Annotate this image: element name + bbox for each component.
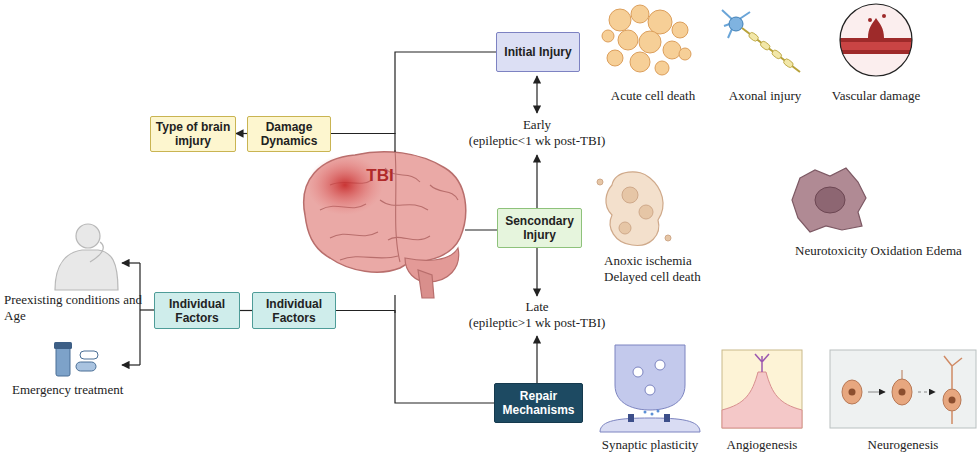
caption-text: Axonal injury bbox=[729, 88, 802, 104]
cell-blob bbox=[663, 41, 681, 59]
cell-blob bbox=[631, 5, 649, 23]
caption-text: Early bbox=[523, 117, 551, 133]
myelin-segment bbox=[771, 49, 783, 60]
cell-blob bbox=[607, 50, 623, 66]
caption-text: Neurotoxicity Oxidation Edema bbox=[795, 243, 963, 259]
neurogenesis-icon bbox=[830, 350, 976, 428]
brain-illustration bbox=[304, 150, 466, 298]
connector bbox=[236, 133, 247, 134]
cell-blob bbox=[679, 48, 691, 60]
person-figure bbox=[55, 224, 118, 290]
myelin-segment bbox=[783, 58, 795, 69]
cell-blob bbox=[630, 52, 650, 72]
process-box: Initial Injury bbox=[496, 32, 580, 72]
box-label: Individual Factors bbox=[155, 297, 239, 325]
cell-blob bbox=[639, 31, 661, 53]
caption-text: Delayed cell death bbox=[604, 269, 701, 285]
connector bbox=[240, 310, 252, 311]
box-label: Individual Factors bbox=[253, 297, 335, 325]
process-box: Damage Dynamics bbox=[247, 116, 331, 152]
process-box: Individual Factors bbox=[252, 292, 336, 329]
caption-text: (epileptic>1 wk post-TBI) bbox=[469, 315, 606, 331]
box-label: Sencondary Injury bbox=[498, 214, 581, 242]
caption-text: Emergency treatment bbox=[12, 382, 123, 398]
caption-text: Late bbox=[525, 299, 548, 315]
caption-text: Vascular damage bbox=[832, 88, 920, 104]
process-box: Sencondary Injury bbox=[497, 208, 582, 248]
cell-blob bbox=[655, 61, 669, 75]
vessel-icon bbox=[838, 4, 918, 76]
box-label: Initial Injury bbox=[500, 45, 575, 59]
process-box: Type of brain imjury bbox=[150, 116, 236, 152]
damaged-cells bbox=[597, 172, 671, 246]
caption-text: Angiogenesis bbox=[727, 437, 798, 453]
cell-blob bbox=[609, 9, 631, 31]
vessel-sprout bbox=[722, 350, 802, 428]
swollen-cell bbox=[792, 168, 866, 232]
process-box: Repair Mechanisms bbox=[494, 383, 583, 423]
process-box: Individual Factors bbox=[154, 292, 240, 329]
neuron-icon bbox=[722, 10, 800, 72]
cell-cluster bbox=[602, 5, 691, 75]
cell-blob bbox=[672, 22, 688, 38]
synapse-icon bbox=[600, 345, 700, 432]
caption-text: Synaptic plasticity bbox=[602, 437, 698, 453]
caption-text: Neurogenesis bbox=[868, 437, 939, 453]
box-label: Repair Mechanisms bbox=[495, 389, 582, 417]
cell-blob bbox=[648, 10, 672, 34]
connector bbox=[331, 52, 496, 134]
myelin-segment bbox=[748, 31, 760, 42]
myelin-segment bbox=[759, 40, 771, 51]
pills-icon bbox=[54, 342, 98, 376]
caption-text: Acute cell death bbox=[611, 88, 695, 104]
box-label: Damage Dynamics bbox=[248, 120, 330, 148]
caption-text: Preexisting conditions and Age bbox=[4, 292, 144, 324]
box-label: Type of brain imjury bbox=[151, 120, 235, 148]
caption-text: (epileptic<1 wk post-TBI) bbox=[469, 133, 606, 149]
organ-label: TBI bbox=[366, 168, 393, 184]
cell-blob bbox=[602, 30, 614, 42]
cell-blob bbox=[618, 30, 638, 50]
caption-text: Anoxic ischemia bbox=[604, 253, 692, 269]
bracket-lines bbox=[122, 76, 537, 383]
